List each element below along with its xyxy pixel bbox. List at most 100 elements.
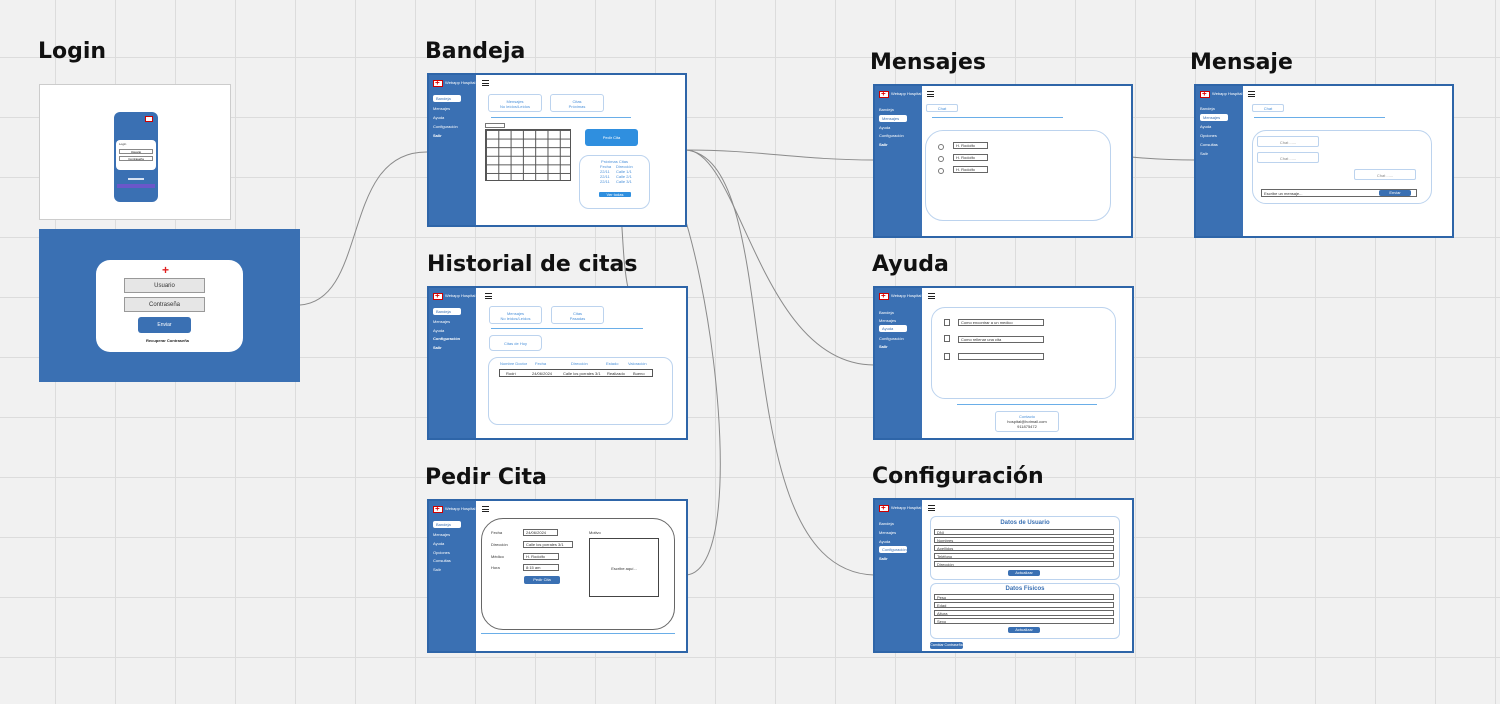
sidebar-item-bandeja[interactable]: Bandeja: [879, 521, 894, 526]
chat-tab[interactable]: Chat: [926, 104, 958, 112]
message-text: Chat ......: [1279, 156, 1297, 161]
sidebar-item-bandeja[interactable]: Bandeja: [433, 308, 461, 315]
sidebar-item-mensajes[interactable]: Mensajes: [879, 318, 897, 323]
direccion-input[interactable]: Calle los porrales 3/1: [523, 541, 573, 548]
menu-icon[interactable]: [482, 80, 489, 86]
title-mensajes: Mensajes: [870, 50, 986, 75]
sidebar-item-mensajes[interactable]: Mensajes: [1200, 114, 1228, 121]
sidebar-item-salir[interactable]: Salir: [433, 133, 442, 138]
sidebar-item-mensajes[interactable]: Mensajes: [433, 319, 451, 324]
actualizar-user-button[interactable]: Actualizar: [1008, 570, 1040, 576]
contact-item[interactable]: H. Rodolfo: [953, 154, 988, 161]
nombres-field[interactable]: Nombres: [934, 537, 1114, 543]
menu-icon[interactable]: [485, 293, 492, 299]
contact-email: hospital@hotmail.com: [1007, 419, 1047, 424]
phone-usuario-field[interactable]: Usuario: [119, 149, 153, 154]
sidebar-item-consultas[interactable]: Consultas: [1200, 142, 1218, 147]
hora-input[interactable]: 8:15 am: [523, 564, 559, 571]
edad-field[interactable]: Edad: [934, 602, 1114, 608]
sidebar-item-bandeja[interactable]: Bandeja: [433, 95, 461, 102]
physical-data-panel: Datos Físicos Peso Edad Altura Sexo Actu…: [930, 583, 1120, 639]
bandeja-screen: Webapp Hospital Bandeja Mensajes Ayuda C…: [427, 73, 687, 227]
menu-icon[interactable]: [1248, 91, 1255, 97]
sidebar-item-ayuda[interactable]: Ayuda: [433, 115, 445, 120]
sidebar-item-salir[interactable]: Salir: [433, 345, 442, 350]
mensajes-card[interactable]: Mensajes No leídos/Leídos: [489, 306, 542, 324]
citas-card[interactable]: Citas Pasadas: [551, 306, 604, 324]
mensajes-card[interactable]: Mensajes No leídos/Leídos: [488, 94, 542, 112]
sidebar-item-ayuda[interactable]: Ayuda: [433, 541, 445, 546]
enviar-button[interactable]: Enviar: [138, 317, 191, 333]
menu-icon[interactable]: [482, 506, 489, 512]
sidebar-item-opciones[interactable]: Opciones: [1200, 133, 1217, 138]
pedir-cita-button[interactable]: Pedir Cita: [585, 129, 638, 146]
faq-item[interactable]: Como rellenar una cita: [958, 336, 1044, 343]
contact-item[interactable]: H. Rodolfo: [953, 142, 988, 149]
sidebar-item-bandeja[interactable]: Bandeja: [433, 521, 461, 528]
sidebar-item-ayuda[interactable]: Ayuda: [879, 539, 891, 544]
sidebar-item-salir[interactable]: Salir: [1200, 151, 1209, 156]
sidebar-item-opciones[interactable]: Opciones: [433, 550, 450, 555]
chat-tab[interactable]: Chat: [1252, 104, 1284, 112]
sidebar-item-salir[interactable]: Salir: [879, 556, 888, 561]
ver-todas-button[interactable]: Ver todas: [599, 192, 631, 197]
user-icon: [938, 144, 944, 150]
altura-field[interactable]: Altura: [934, 610, 1114, 616]
pedir-cita-submit[interactable]: Pedir Cita: [524, 576, 560, 584]
menu-icon[interactable]: [928, 505, 935, 511]
calendar-grid[interactable]: [485, 129, 571, 181]
phone-enviar-button[interactable]: [117, 184, 155, 188]
label-hora: Hora: [491, 565, 500, 570]
sidebar-item-mensajes[interactable]: Mensajes: [879, 115, 907, 122]
usuario-input[interactable]: Usuario: [124, 278, 205, 293]
telefono-field[interactable]: Teléfono: [934, 553, 1114, 559]
table-row[interactable]: Rodrí 24/06/2024 Calle los porrales 3/1 …: [499, 369, 653, 377]
message-input[interactable]: Escribe un mensaje...: [1261, 189, 1417, 197]
sidebar-item-configuracion[interactable]: Configuración: [433, 336, 461, 341]
sidebar-item-bandeja[interactable]: Bandeja: [1200, 106, 1215, 111]
actualizar-physical-button[interactable]: Actualizar: [1008, 627, 1040, 633]
peso-field[interactable]: Peso: [934, 594, 1114, 600]
sidebar-item-ayuda[interactable]: Ayuda: [433, 328, 445, 333]
dni-field[interactable]: DNI: [934, 529, 1114, 535]
sidebar-item-configuracion[interactable]: Configuración: [879, 133, 904, 138]
phone-recuperar-link[interactable]: [128, 178, 144, 180]
direccion-field[interactable]: Dirección: [934, 561, 1114, 567]
citas-card[interactable]: Citas Próximas: [550, 94, 604, 112]
sidebar-item-configuracion[interactable]: Configuración: [879, 546, 907, 553]
menu-icon[interactable]: [927, 91, 934, 97]
motivo-textarea[interactable]: Escribe aquí...: [589, 538, 659, 597]
sidebar-item-ayuda[interactable]: Ayuda: [879, 125, 891, 130]
app-name: Webapp Hospital: [891, 91, 922, 96]
sidebar-item-salir[interactable]: Salir: [433, 567, 442, 572]
recuperar-link[interactable]: Recuperar Contraseña: [146, 338, 189, 343]
cell-estado: Realizado: [607, 371, 625, 376]
sidebar-item-consultas[interactable]: Consultas: [433, 558, 451, 563]
contact-item[interactable]: H. Rodolfo: [953, 166, 988, 173]
sidebar-item-configuracion[interactable]: Configuración: [433, 124, 458, 129]
sidebar-item-mensajes[interactable]: Mensajes: [879, 530, 897, 535]
sidebar-item-ayuda[interactable]: Ayuda: [1200, 124, 1212, 129]
sexo-field[interactable]: Sexo: [934, 618, 1114, 624]
sidebar-item-mensajes[interactable]: Mensajes: [433, 532, 451, 537]
phone-contrasena-field[interactable]: Contraseña: [119, 156, 153, 161]
message-bubble: Chat ......: [1257, 152, 1319, 163]
sidebar-item-ayuda[interactable]: Ayuda: [879, 325, 907, 332]
sidebar-item-salir[interactable]: Salir: [879, 344, 888, 349]
cambiar-contrasena-button[interactable]: Cambiar Contraseña: [930, 642, 963, 649]
sidebar-item-bandeja[interactable]: Bandeja: [879, 310, 894, 315]
contrasena-input[interactable]: Contraseña: [124, 297, 205, 312]
sidebar-item-bandeja[interactable]: Bandeja: [879, 107, 894, 112]
label-medico: Médico: [491, 554, 504, 559]
sidebar-item-salir[interactable]: Salir: [879, 142, 888, 147]
faq-item[interactable]: [958, 353, 1044, 360]
menu-icon[interactable]: [928, 293, 935, 299]
fecha-input[interactable]: 24/06/2024: [523, 529, 558, 536]
col-header: Dirección: [571, 361, 588, 366]
faq-item[interactable]: Como encontrar a un medico: [958, 319, 1044, 326]
sidebar-item-mensajes[interactable]: Mensajes: [433, 106, 451, 111]
medico-select[interactable]: H. Rodolfo: [523, 553, 559, 560]
send-button[interactable]: Enviar: [1379, 190, 1411, 196]
apellidos-field[interactable]: Apellidos: [934, 545, 1114, 551]
sidebar-item-configuracion[interactable]: Configuración: [879, 336, 904, 341]
